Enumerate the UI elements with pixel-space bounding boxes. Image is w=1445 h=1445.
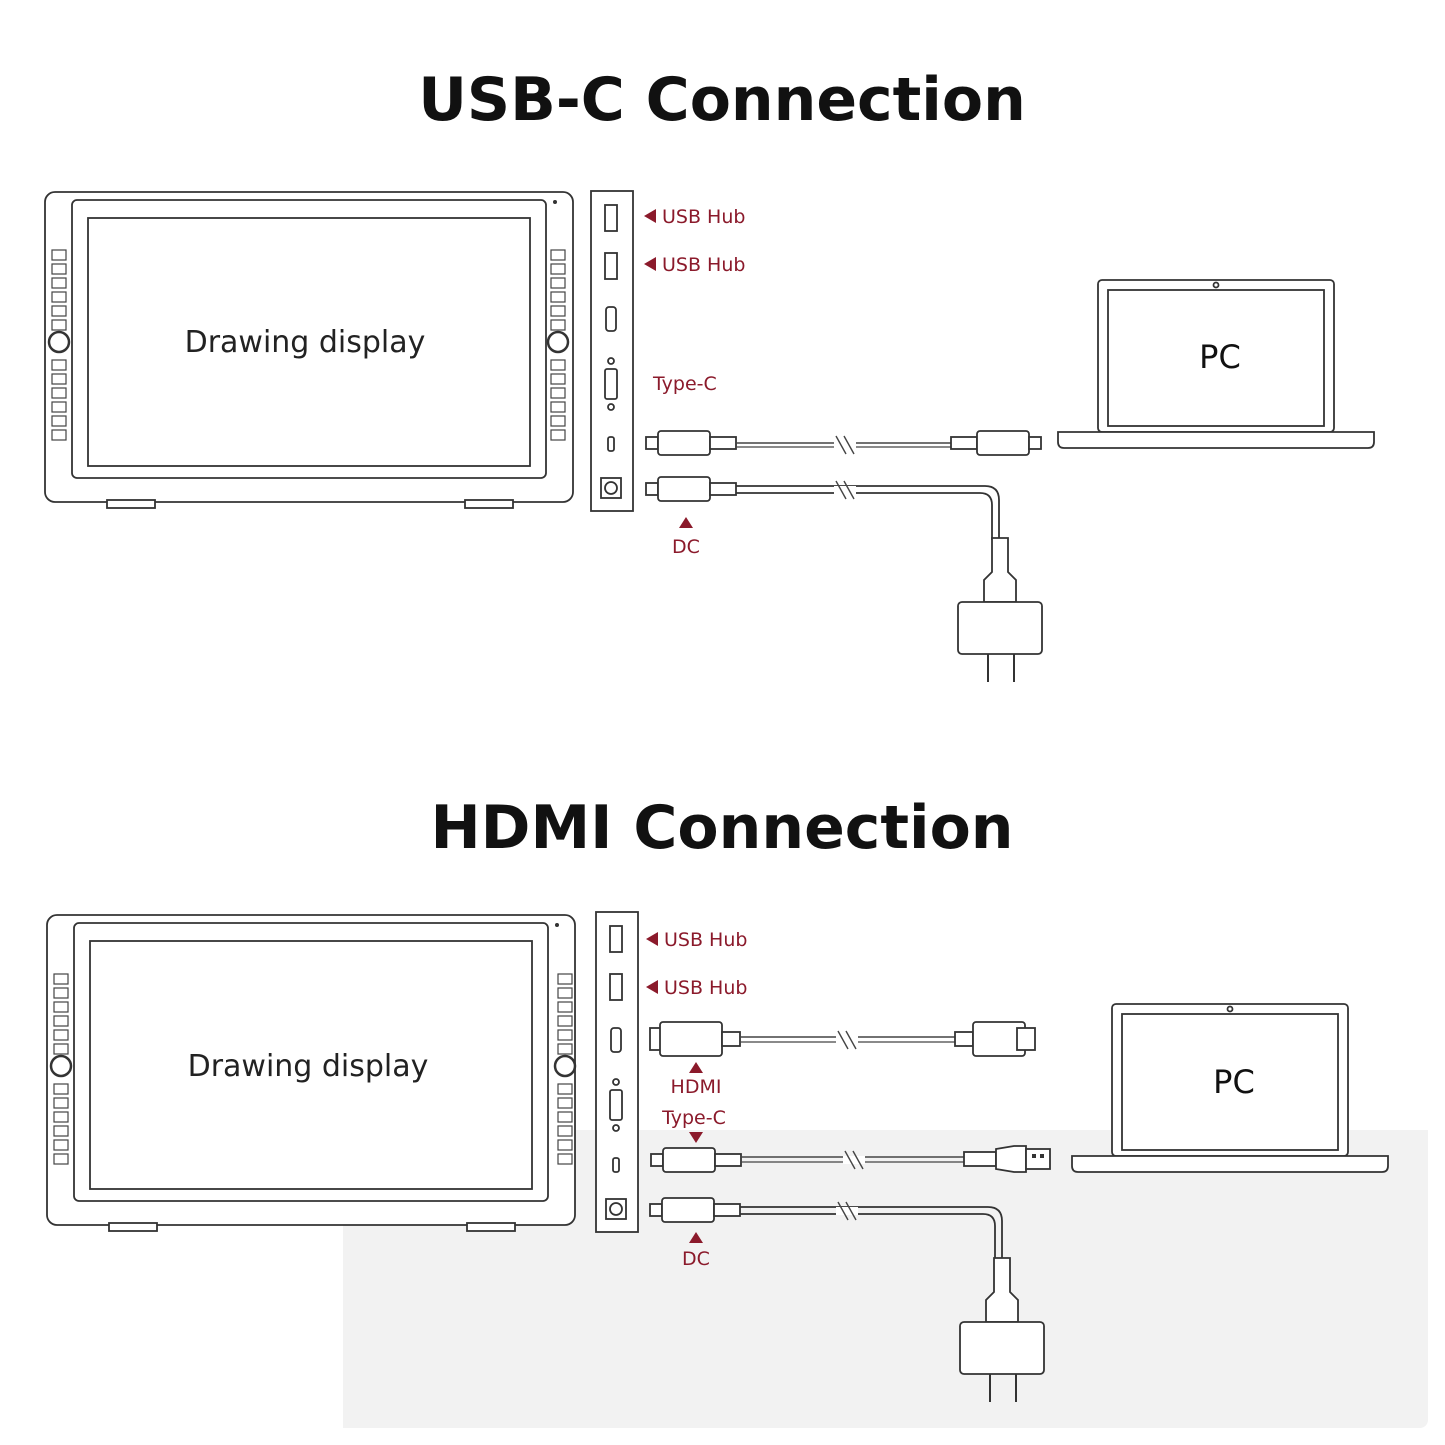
- port-label-usb-hub-1: USB Hub: [646, 929, 747, 951]
- port-label-dc: DC: [672, 517, 700, 558]
- power-adapter-icon: [957, 601, 1043, 683]
- svg-text:DC: DC: [682, 1248, 710, 1270]
- tablet-buttons-right: [546, 248, 570, 442]
- svg-text:USB Hub: USB Hub: [664, 929, 747, 951]
- usb-c-plug-icon: [650, 1147, 742, 1173]
- svg-text:USB Hub: USB Hub: [664, 977, 747, 999]
- svg-text:Type-C: Type-C: [661, 1107, 726, 1129]
- port-label-hdmi: HDMI: [671, 1062, 722, 1098]
- dc-cable: [740, 1206, 1003, 1260]
- svg-text:USB Hub: USB Hub: [662, 254, 745, 276]
- hdmi-plug-icon: [649, 1021, 741, 1057]
- port-label-type-c: Type-C: [661, 1107, 726, 1143]
- drawing-display-label: Drawing display: [185, 325, 426, 360]
- port-label-type-c: Type-C: [652, 373, 717, 395]
- svg-text:HDMI: HDMI: [671, 1076, 722, 1098]
- pc-label: PC: [1199, 338, 1241, 376]
- drawing-display-label: Drawing display: [188, 1049, 429, 1084]
- svg-text:DC: DC: [672, 536, 700, 558]
- power-adapter-icon: [959, 1321, 1045, 1403]
- tablet-buttons-left: [49, 972, 73, 1166]
- usb-c-plug-icon: [645, 430, 737, 456]
- usb-c-plug-icon: [950, 430, 1042, 456]
- port-label-usb-hub-1: USB Hub: [644, 206, 745, 228]
- port-label-usb-hub-2: USB Hub: [644, 254, 745, 276]
- svg-text:USB Hub: USB Hub: [662, 206, 745, 228]
- pc-label: PC: [1213, 1063, 1255, 1101]
- port-panel: [590, 190, 634, 512]
- dc-cable: [736, 485, 1000, 540]
- section-title-usbc: USB-C Connection: [418, 65, 1026, 135]
- tablet-buttons-left: [47, 248, 71, 442]
- tablet-buttons-right: [553, 972, 577, 1166]
- usb-c-plug-icon: [649, 1197, 741, 1223]
- port-label-dc: DC: [682, 1232, 710, 1270]
- usb-a-plug-icon: [963, 1145, 1051, 1173]
- port-panel: [595, 911, 639, 1233]
- usb-c-plug-icon: [645, 476, 737, 502]
- section-title-hdmi: HDMI Connection: [430, 793, 1013, 863]
- hdmi-plug-icon: [954, 1021, 1036, 1057]
- port-label-usb-hub-2: USB Hub: [646, 977, 747, 999]
